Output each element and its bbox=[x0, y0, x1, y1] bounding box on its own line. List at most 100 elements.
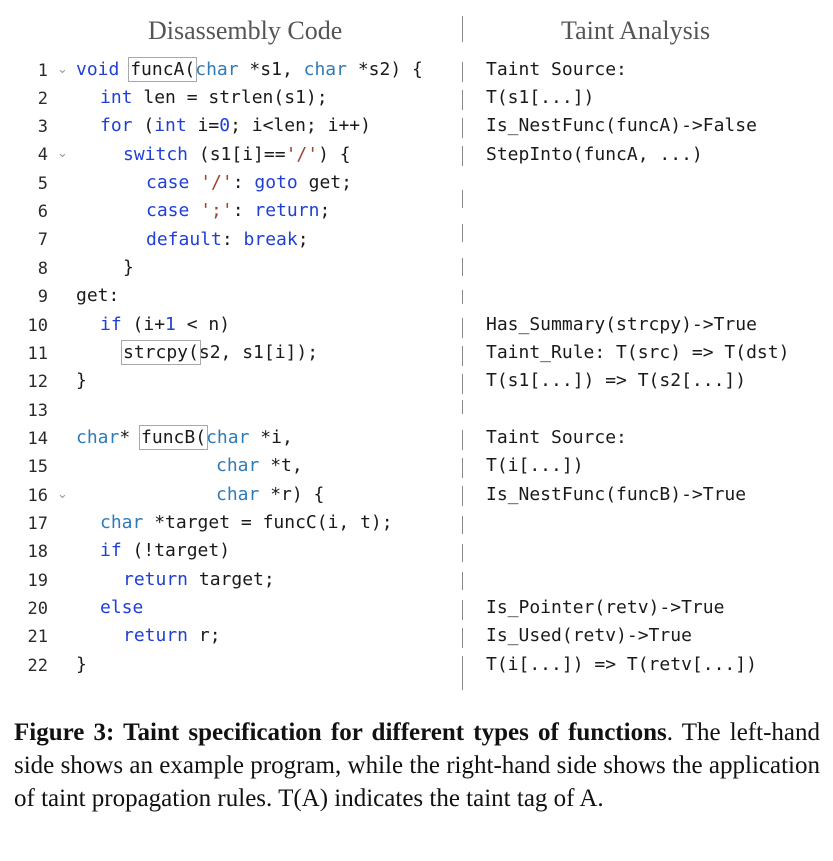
keyword: if bbox=[100, 314, 122, 335]
string-literal: '/' bbox=[200, 172, 233, 193]
type-keyword: char bbox=[76, 427, 120, 448]
taint-line: StepInto(funcA, ...) bbox=[486, 144, 703, 165]
code-text: ( bbox=[132, 115, 155, 136]
code-line-18: if (!target) bbox=[100, 540, 230, 561]
line-number: 22 bbox=[27, 656, 48, 676]
code-text: len = strlen(s1); bbox=[132, 87, 328, 108]
line-number: 13 bbox=[27, 401, 48, 421]
line-number: 14 bbox=[27, 429, 48, 449]
code-line-20: else bbox=[100, 597, 143, 618]
line-number: 9 bbox=[37, 287, 48, 307]
code-text: : bbox=[232, 200, 255, 221]
code-line-14: char* funcB(char *i, bbox=[76, 425, 293, 450]
code-line-5: case '/': goto get; bbox=[146, 172, 352, 193]
taint-line: Is_NestFunc(funcA)->False bbox=[486, 115, 757, 136]
code-text bbox=[189, 200, 200, 221]
code-text: i= bbox=[186, 115, 220, 136]
taint-line: T(i[...]) => T(retv[...]) bbox=[486, 654, 757, 675]
code-text bbox=[189, 172, 200, 193]
code-line-8: } bbox=[123, 257, 134, 278]
code-text: ; i<len; i++) bbox=[230, 115, 371, 136]
type-keyword: char bbox=[303, 59, 347, 80]
code-text: * bbox=[119, 427, 142, 448]
code-line-1: void funcA(char *s1, char *s2) { bbox=[76, 57, 423, 82]
code-text: *s2) { bbox=[346, 59, 423, 80]
keyword: default bbox=[146, 229, 222, 250]
taint-line: T(i[...]) bbox=[486, 455, 584, 476]
code-line-4: switch (s1[i]=='/') { bbox=[123, 144, 351, 165]
taint-line: Is_Used(retv)->True bbox=[486, 625, 692, 646]
keyword: case bbox=[146, 172, 190, 193]
keyword: case bbox=[146, 200, 190, 221]
line-number: 18 bbox=[27, 542, 48, 562]
code-line-16: char *r) { bbox=[216, 484, 324, 505]
type-keyword: char bbox=[195, 59, 239, 80]
taint-line: Is_NestFunc(funcB)->True bbox=[486, 484, 747, 505]
line-number: 11 bbox=[27, 344, 48, 364]
keyword: for bbox=[100, 115, 133, 136]
code-text: r; bbox=[188, 625, 221, 646]
line-number: 8 bbox=[37, 259, 48, 279]
taint-line: Taint Source: bbox=[486, 59, 627, 80]
string-literal: '/' bbox=[285, 144, 319, 165]
line-number: 5 bbox=[37, 174, 48, 194]
code-line-10: if (i+1 < n) bbox=[100, 314, 230, 335]
code-line-21: return r; bbox=[123, 625, 221, 646]
keyword: return bbox=[123, 569, 189, 590]
code-text: (s1[i]== bbox=[188, 144, 286, 165]
taint-line: Taint Source: bbox=[486, 427, 627, 448]
taint-line: Is_Pointer(retv)->True bbox=[486, 597, 725, 618]
code-text: *s1, bbox=[238, 59, 304, 80]
code-text: *t, bbox=[259, 455, 303, 476]
code-text: *target = funcC(i, t); bbox=[143, 512, 393, 533]
keyword: goto bbox=[254, 172, 298, 193]
keyword: else bbox=[100, 597, 144, 618]
caption-title: Figure 3: Taint specification for differ… bbox=[14, 719, 667, 746]
taint-line: Has_Summary(strcpy)->True bbox=[486, 314, 757, 335]
taint-line: T(s1[...]) => T(s2[...]) bbox=[486, 370, 747, 391]
code-text: get; bbox=[297, 172, 352, 193]
fold-chevron-icon[interactable]: ⌄ bbox=[57, 487, 68, 502]
string-literal: ';' bbox=[200, 200, 233, 221]
code-line-17: char *target = funcC(i, t); bbox=[100, 512, 393, 533]
line-number: 12 bbox=[27, 372, 48, 392]
taint-line: T(s1[...]) bbox=[486, 87, 595, 108]
figure-caption: Figure 3: Taint specification for differ… bbox=[14, 716, 820, 815]
line-number: 21 bbox=[27, 627, 48, 647]
line-number: 20 bbox=[27, 599, 48, 619]
keyword: switch bbox=[123, 144, 189, 165]
code-line-9: get: bbox=[76, 285, 120, 306]
fold-chevron-icon[interactable]: ⌄ bbox=[57, 146, 68, 161]
code-line-11: strcpy(s2, s1[i]); bbox=[121, 340, 318, 365]
code-text: : bbox=[221, 229, 244, 250]
code-text: : bbox=[232, 172, 255, 193]
type-keyword: char bbox=[216, 455, 260, 476]
keyword: return bbox=[123, 625, 189, 646]
code-line-15: char *t, bbox=[216, 455, 303, 476]
code-text: ; bbox=[297, 229, 309, 250]
type-keyword: char bbox=[100, 512, 144, 533]
type-keyword: char bbox=[216, 484, 260, 505]
keyword: if bbox=[100, 540, 122, 561]
keyword: int bbox=[154, 115, 187, 136]
code-text: ) { bbox=[318, 144, 351, 165]
caption-body: . The left-hand side shows an example pr… bbox=[14, 719, 820, 812]
code-line-2: int len = strlen(s1); bbox=[100, 87, 328, 108]
code-line-19: return target; bbox=[123, 569, 275, 590]
line-number: 15 bbox=[27, 457, 48, 477]
line-number: 19 bbox=[27, 571, 48, 591]
code-line-22: } bbox=[76, 654, 87, 675]
line-number: 2 bbox=[37, 89, 48, 109]
function-box-strcpy: strcpy( bbox=[121, 340, 201, 365]
fold-chevron-icon[interactable]: ⌄ bbox=[57, 62, 68, 77]
code-text: (!target) bbox=[121, 540, 231, 561]
line-number: 7 bbox=[37, 230, 48, 250]
code-text: ; bbox=[319, 200, 331, 221]
line-number: 16 bbox=[27, 486, 48, 506]
line-number: 10 bbox=[27, 316, 48, 336]
line-number: 3 bbox=[37, 117, 48, 137]
keyword: int bbox=[100, 87, 133, 108]
code-text: target; bbox=[188, 569, 275, 590]
code-text: *r) { bbox=[259, 484, 325, 505]
number-literal: 0 bbox=[219, 115, 231, 136]
